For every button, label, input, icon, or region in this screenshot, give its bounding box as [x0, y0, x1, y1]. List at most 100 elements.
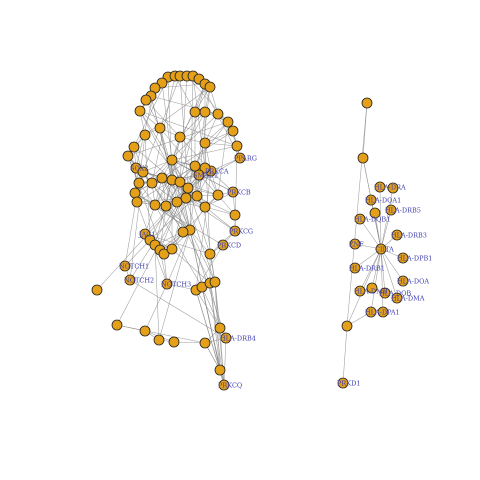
graph-edge	[171, 83, 206, 161]
node-label: SMAD2	[193, 172, 218, 180]
node-label: HLA-DPB1	[397, 255, 432, 263]
graph-edge	[96, 201, 178, 291]
graph-edge	[116, 187, 189, 326]
graph-node-left-47	[212, 189, 224, 201]
graph-node-right-4	[365, 194, 377, 206]
graph-node-right-19	[365, 306, 377, 318]
graph-node-left-17	[227, 125, 239, 137]
graph-edge	[198, 174, 216, 283]
node-label: HLA-DRB1	[349, 265, 385, 273]
graph-node-left-63	[91, 284, 103, 296]
graph-edge	[380, 248, 386, 294]
graph-node-right-18	[377, 306, 389, 318]
node-label: HLA-DRB3	[391, 232, 427, 240]
graph-node-left-32	[166, 154, 178, 166]
graph-edge	[139, 110, 189, 189]
node-label: PRKCB	[227, 189, 251, 197]
graph-node-left-35	[131, 196, 143, 208]
graph-node-right-10	[391, 229, 403, 241]
graph-edge	[380, 248, 384, 313]
graph-node-right-3	[387, 182, 399, 194]
graph-node-left-21	[174, 131, 186, 143]
graph-edge	[144, 283, 168, 332]
graph-node-right-21	[337, 377, 349, 389]
graph-edge	[171, 179, 227, 339]
graph-node-left-16	[222, 116, 234, 128]
graph-node-left-69	[214, 322, 226, 334]
graph-edge	[171, 248, 211, 284]
graph-edge	[134, 192, 191, 231]
graph-node-left-54	[177, 226, 189, 238]
graph-edge	[195, 289, 221, 329]
graph-node-left-44	[149, 199, 161, 211]
graph-edge	[161, 82, 173, 161]
node-label: PRKCD	[217, 242, 241, 250]
graph-node-right-15	[366, 282, 378, 294]
graph-edge	[342, 325, 348, 384]
node-label: PRKCA	[205, 168, 229, 176]
graph-edge	[192, 75, 206, 169]
node-label: HLA-DOA	[397, 278, 429, 286]
node-label: CIITA	[375, 246, 394, 254]
node-label: PRKD1	[337, 380, 360, 388]
graph-node-left-39	[174, 176, 186, 188]
graph-node-left-22	[139, 129, 151, 141]
node-label: HLA-DQB1	[354, 216, 390, 224]
graph-node-left-30	[193, 169, 205, 181]
graph-edge	[370, 248, 382, 313]
node-label: HLA-DPA1	[365, 309, 400, 317]
graph-node-left-51	[217, 239, 229, 251]
graph-edge	[346, 102, 368, 327]
node-label: HLA-DRB4	[220, 335, 256, 343]
graph-node-right-5	[369, 207, 381, 219]
graph-node-left-74	[153, 334, 165, 346]
node-label: HLA-DOB	[379, 290, 411, 298]
graph-node-left-52	[204, 248, 216, 260]
graph-edge	[179, 75, 188, 183]
graph-node-right-12	[397, 275, 409, 287]
graph-node-left-18	[231, 140, 243, 152]
node-label: JAG1	[138, 231, 156, 239]
graph-node-right-17	[349, 262, 361, 274]
graph-node-left-70	[220, 332, 232, 344]
graph-node-left-48	[227, 186, 239, 198]
graph-node-left-46	[199, 201, 211, 213]
graph-node-right-8	[349, 238, 361, 250]
graph-node-right-2	[374, 181, 386, 193]
graph-node-left-27	[199, 137, 211, 149]
graph-edge	[174, 75, 196, 113]
node-label: PPARG	[234, 155, 257, 163]
graph-edge	[223, 337, 227, 386]
graph-edge	[179, 83, 206, 183]
graph-node-left-43	[160, 200, 172, 212]
node-label: HLA-DRB5	[385, 207, 421, 215]
graph-edge	[158, 229, 191, 341]
graph-node-right-1	[357, 152, 369, 164]
node-label: SOX2	[130, 165, 148, 173]
graph-edge	[144, 233, 211, 255]
graph-node-right-13	[391, 292, 403, 304]
graph-node-left-41	[180, 192, 192, 204]
graph-edge	[217, 121, 229, 196]
graph-node-left-49	[229, 209, 241, 221]
graph-node-left-31	[189, 160, 201, 172]
graph-node-right-11	[397, 252, 409, 264]
graph-node-left-26	[137, 166, 149, 178]
graph-node-left-23	[128, 141, 140, 153]
graph-node-left-68	[209, 276, 221, 288]
graph-edge	[165, 205, 191, 231]
graph-node-left-24	[122, 150, 134, 162]
graph-edge	[359, 248, 382, 292]
graph-node-left-73	[139, 325, 151, 337]
graph-edge	[359, 218, 382, 250]
graph-node-left-20	[154, 122, 166, 134]
graph-edge	[179, 75, 189, 189]
graph-edge	[380, 209, 392, 250]
graph-node-left-33	[133, 177, 145, 189]
graph-node-left-62	[124, 274, 136, 286]
graph-node-left-40	[182, 182, 194, 194]
node-layer	[91, 70, 409, 391]
node-label: NOTCH1	[119, 263, 149, 271]
node-label: NOTCH3	[161, 281, 191, 289]
